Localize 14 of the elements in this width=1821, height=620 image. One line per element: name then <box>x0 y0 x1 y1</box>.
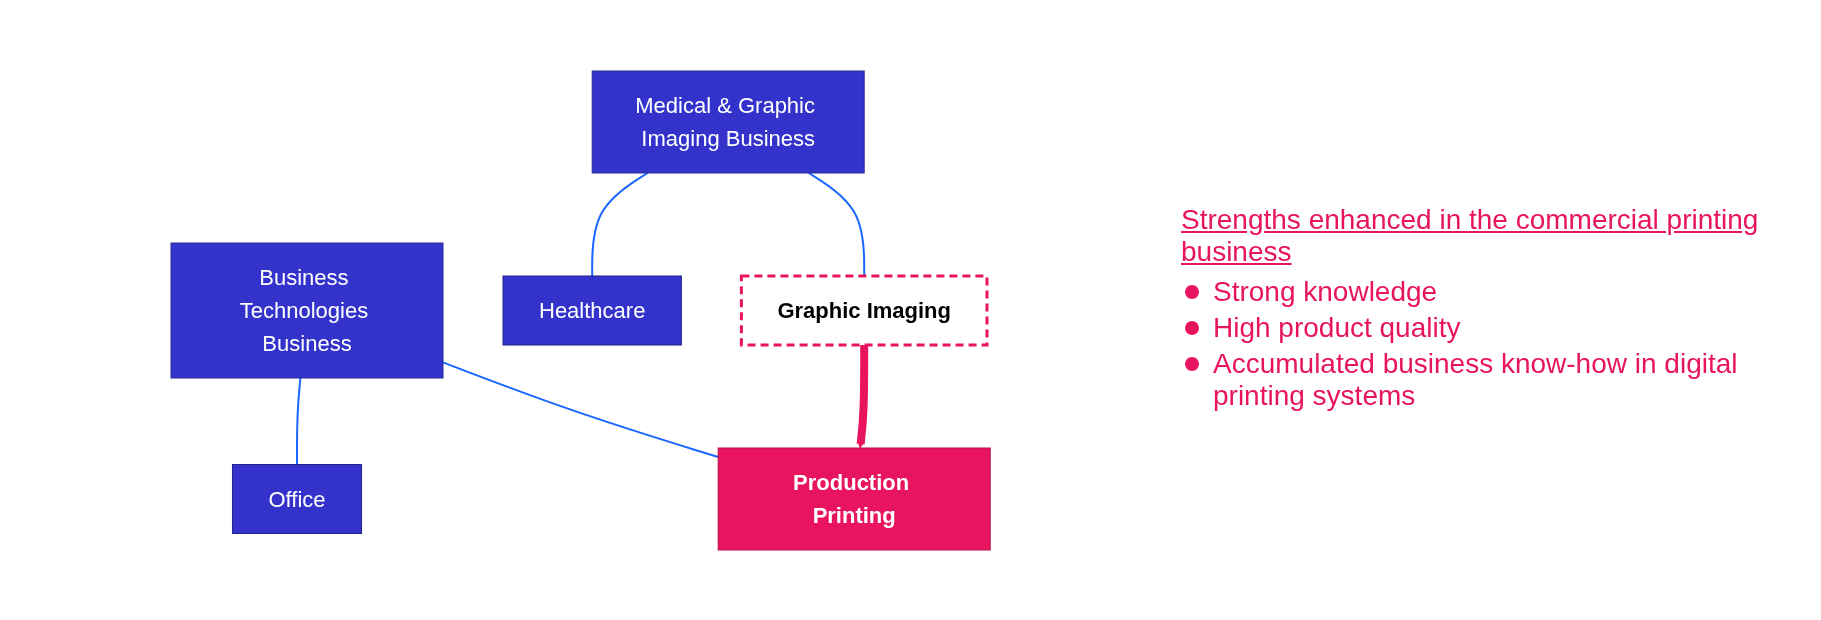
connector <box>591 171 649 277</box>
arrow <box>856 344 869 448</box>
connector <box>295 376 302 465</box>
node-box: Office <box>231 463 362 534</box>
node-box: Graphic Imaging <box>739 274 989 346</box>
bullet-text: Strong knowledge <box>1213 276 1438 308</box>
node-box: Production Printing <box>717 447 991 550</box>
bullet-text: Accumulated business know-how in digital printing systems <box>1213 348 1739 412</box>
connector <box>441 360 720 458</box>
node-box: Medical & Graphic Imaging Business <box>591 70 865 173</box>
node-box: Healthcare <box>502 275 682 345</box>
strengths-heading: Strengths enhanced in the commercial printing business <box>1181 204 1760 268</box>
bullet-text: High product quality <box>1213 312 1461 344</box>
node-box: Business Technologies Business <box>170 242 444 378</box>
